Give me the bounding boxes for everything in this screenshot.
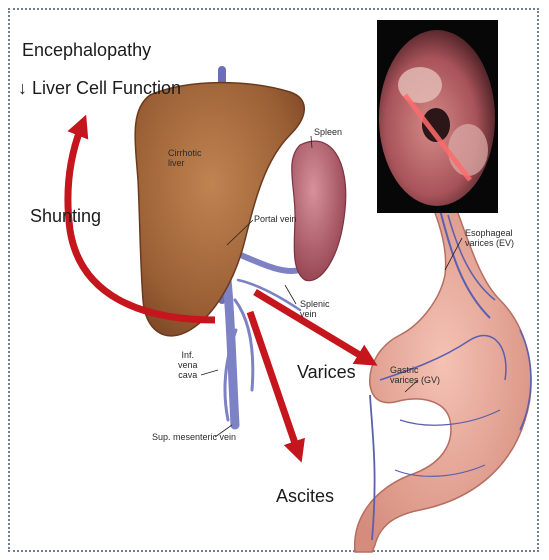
endoscopy-image [377, 20, 498, 213]
gastric-varices-label: Gastricvarices (GV) [390, 365, 440, 385]
inferior-vena-cava-label: Inf.venacava [178, 350, 198, 380]
spleen [292, 141, 346, 281]
superior-mesenteric-vein-label: Sup. mesenteric vein [152, 432, 236, 442]
splenic-vein-label: Splenicvein [300, 299, 330, 319]
ascites-arrow [250, 312, 298, 452]
ascites-label: Ascites [276, 486, 334, 507]
liver-function-label: ↓ Liver Cell Function [18, 78, 181, 99]
shunting-label: Shunting [30, 206, 101, 227]
stomach [355, 205, 531, 552]
varices-label: Varices [297, 362, 356, 383]
esophageal-varices-label: Esophagealvarices (EV) [465, 228, 514, 248]
portal-vein-label: Portal vein [254, 214, 297, 224]
cirrhotic-liver-label: Cirrhoticliver [168, 148, 202, 168]
spleen-label: Spleen [314, 127, 342, 137]
encephalopathy-label: Encephalopathy [22, 40, 151, 61]
